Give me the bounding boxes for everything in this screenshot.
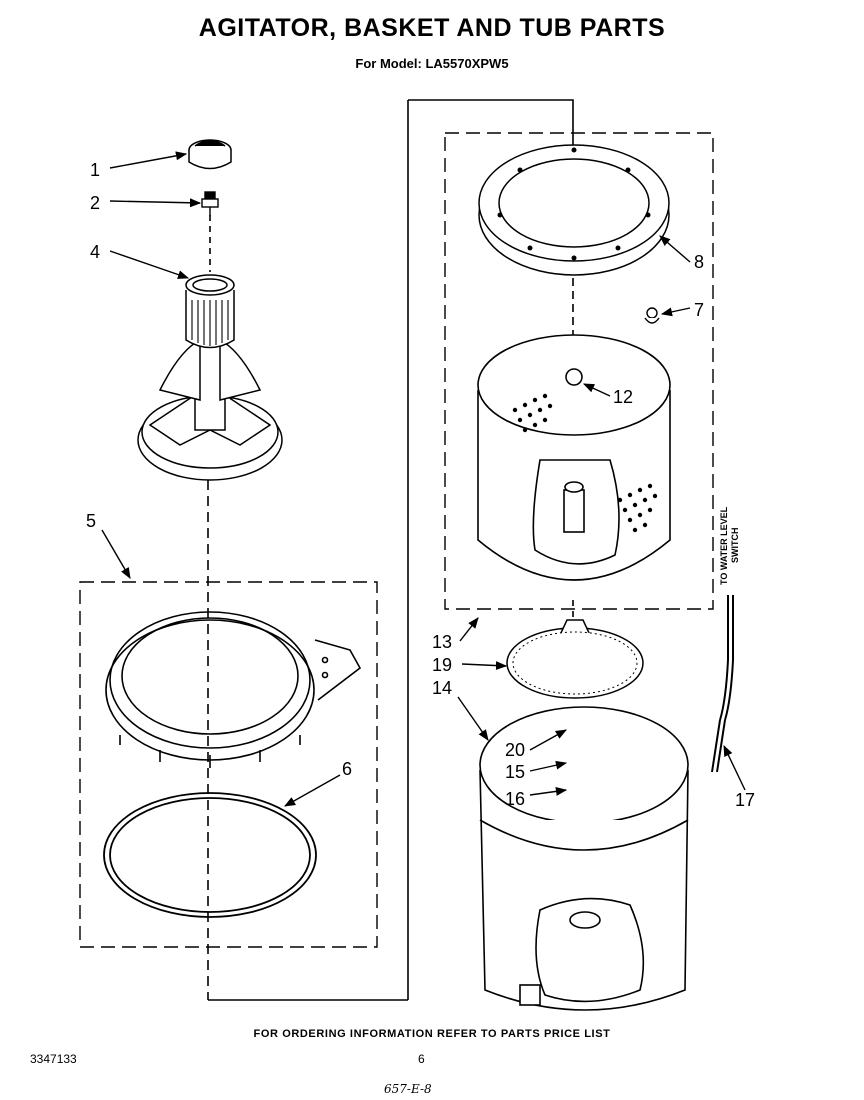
agitator-part [137, 274, 283, 481]
basket-ring-part [478, 144, 670, 276]
page-number: 6 [418, 1052, 425, 1066]
outer-tub-part [479, 706, 689, 1011]
fastener-part [201, 191, 219, 216]
label-14: 14 [432, 678, 452, 698]
assembly-lines [207, 99, 581, 1001]
side-note-line2: SWITCH [730, 528, 740, 564]
label-13: 13 [432, 632, 452, 652]
drive-seal-part [506, 619, 644, 699]
label-1: 1 [90, 160, 100, 180]
label-8: 8 [694, 252, 704, 272]
basket-part [477, 334, 671, 581]
tub-ring-part [105, 611, 362, 768]
hose-part [711, 595, 734, 773]
page-title: AGITATOR, BASKET AND TUB PARTS [198, 14, 666, 42]
label-15: 15 [505, 762, 525, 782]
label-4: 4 [90, 242, 100, 262]
label-12: 12 [613, 387, 633, 407]
ordering-info-note: FOR ORDERING INFORMATION REFER TO PARTS … [253, 1028, 611, 1040]
label-6: 6 [342, 759, 352, 779]
label-16: 16 [505, 789, 525, 809]
label-20: 20 [505, 740, 525, 760]
basket-group-box [444, 132, 714, 610]
label-5: 5 [86, 511, 96, 531]
label-7: 7 [694, 300, 704, 320]
leader-lines [101, 151, 746, 807]
tub-ring-group-box [79, 581, 378, 948]
handwritten-note: 657-E-8 [384, 1082, 432, 1096]
label-17: 17 [735, 790, 755, 810]
clip-part [644, 307, 660, 324]
water-level-switch-note: TO WATER LEVEL SWITCH [719, 506, 740, 585]
label-19: 19 [432, 655, 452, 675]
agitator-cap-part [188, 139, 232, 170]
side-note-line1: TO WATER LEVEL [719, 506, 729, 585]
label-2: 2 [90, 193, 100, 213]
gasket-part [103, 792, 317, 918]
document-number: 3347133 [30, 1052, 77, 1066]
model-subtitle: For Model: LA5570XPW5 [355, 56, 509, 71]
